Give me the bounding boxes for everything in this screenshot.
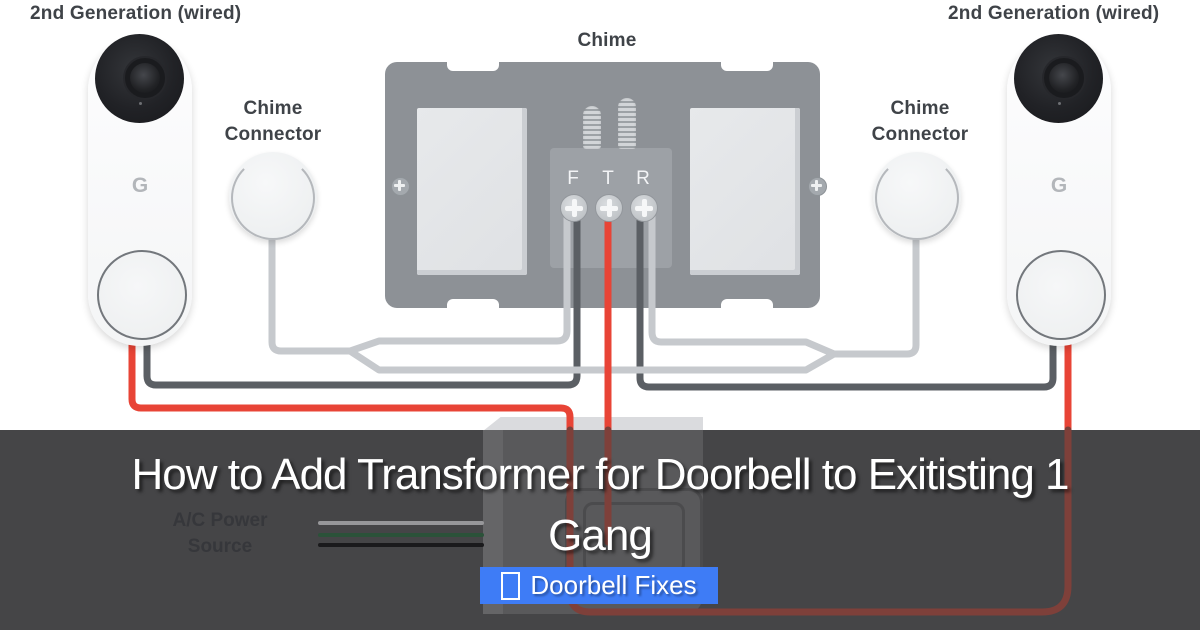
doorbell-button xyxy=(97,250,187,340)
chime-bell-right xyxy=(690,108,800,275)
wire-dark-right xyxy=(636,207,1057,391)
transformer-top-edge xyxy=(483,417,703,431)
left-chime-connector xyxy=(229,152,317,240)
camera-icon xyxy=(1014,34,1103,123)
wire-light-through xyxy=(346,347,838,374)
ac-wire-ground xyxy=(318,533,484,537)
wire-light-right-connector xyxy=(648,208,920,358)
chime-bell-left xyxy=(417,108,527,275)
left-doorbell: G xyxy=(88,34,192,346)
camera-lens-icon xyxy=(1044,58,1084,98)
terminal-label-rear: R xyxy=(636,168,650,189)
badge-label: Doorbell Fixes xyxy=(530,570,697,600)
ac-wire-hot xyxy=(318,543,484,547)
google-logo: G xyxy=(1050,174,1068,197)
missing-glyph-box-icon xyxy=(501,571,521,600)
right-chime-connector xyxy=(873,152,961,240)
terminal-screw-t xyxy=(595,194,623,222)
screw-icon xyxy=(808,177,827,196)
chime-spring xyxy=(618,98,636,149)
chime-bottom-notch xyxy=(447,299,499,316)
right-connector-label: Chime Connector xyxy=(871,98,969,145)
left-doorbell-label: 2nd Generation (wired) xyxy=(30,3,242,24)
connector-rim xyxy=(231,156,315,240)
doorbell-button xyxy=(1016,250,1106,340)
camera-lens-icon xyxy=(125,58,165,98)
wire-dark-left xyxy=(143,207,581,389)
right-doorbell: G xyxy=(1007,34,1111,346)
terminal-screw-r xyxy=(630,194,658,222)
terminal-label-transformer: T xyxy=(602,168,614,189)
ac-wire-neutral xyxy=(318,521,484,525)
site-badge[interactable]: Doorbell Fixes xyxy=(480,567,718,604)
chime-bottom-notch xyxy=(721,299,773,316)
ac-power-label: A/C Power Source xyxy=(172,510,268,557)
google-logo: G xyxy=(131,174,149,197)
left-connector-label: Chime Connector xyxy=(224,98,322,145)
wire-light-left-connector xyxy=(268,208,571,355)
chime-top-notch xyxy=(721,54,773,71)
chime-top-notch xyxy=(447,54,499,71)
right-doorbell-label: 2nd Generation (wired) xyxy=(948,3,1160,24)
terminal-label-front: F xyxy=(567,168,579,189)
connector-rim xyxy=(875,156,959,240)
terminal-screw-f xyxy=(560,194,588,222)
chime-spring xyxy=(583,106,601,149)
status-led xyxy=(139,102,142,105)
page-title: How to Add Transformer for Doorbell to E… xyxy=(131,450,1070,560)
wire-red-left xyxy=(128,330,574,440)
status-led xyxy=(1058,102,1061,105)
chime-label: Chime xyxy=(577,30,637,51)
screw-icon xyxy=(391,177,410,196)
camera-icon xyxy=(95,34,184,123)
